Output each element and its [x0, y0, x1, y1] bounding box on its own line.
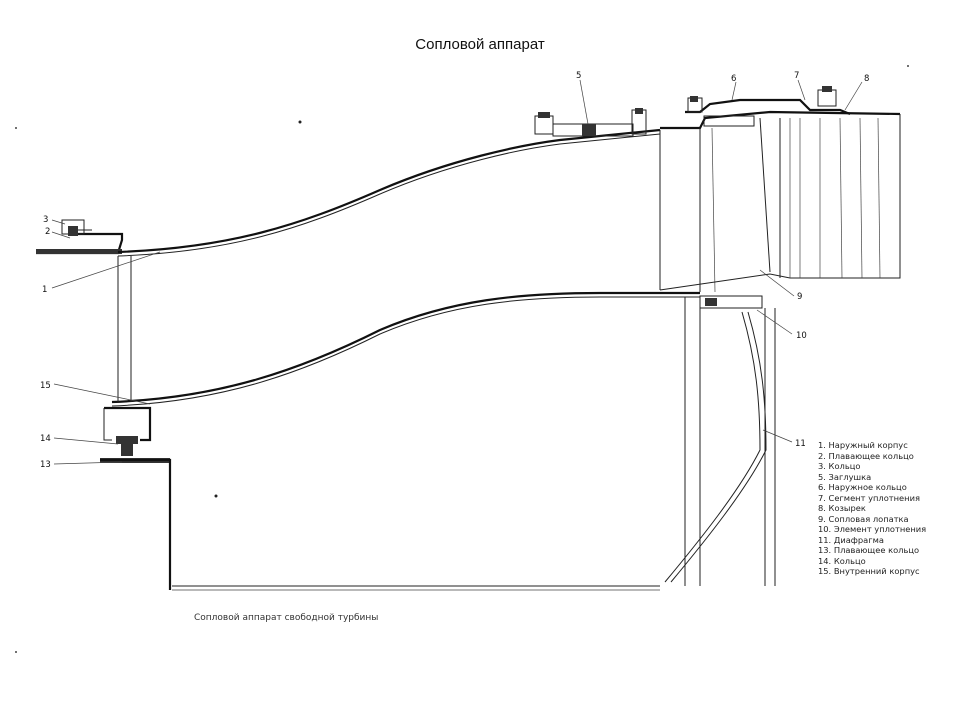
callout-2: 2 — [45, 227, 50, 237]
legend-item: 14. Кольцо — [818, 555, 866, 566]
callout-10: 10 — [796, 331, 807, 341]
page-title: Сопловой аппарат — [415, 36, 545, 53]
callout-13: 13 — [40, 460, 51, 470]
inner-casing — [111, 291, 700, 407]
legend-item: 5. Заглушка — [818, 471, 872, 482]
legend-item: 9. Сопловая лопатка — [818, 513, 909, 524]
legend-item: 3. Кольцо — [818, 461, 861, 471]
seal-segment-top — [685, 86, 851, 127]
legend-item: 1. Наружный корпус — [818, 440, 908, 450]
callout-11: 11 — [795, 439, 806, 449]
outer-casing — [117, 128, 661, 257]
left-struts — [117, 256, 132, 402]
stray-marks — [15, 65, 909, 653]
legend-item: 11. Диафрагма — [818, 534, 884, 545]
callout-14: 14 — [40, 434, 51, 444]
parts-legend: 1. Наружный корпус 2. Плавающее кольцо 3… — [818, 440, 926, 577]
outer-ring-top — [534, 108, 647, 137]
legend-item: 8. Козырек — [818, 503, 866, 513]
callout-6: 6 — [731, 74, 736, 84]
inner-casing-left-flange — [100, 406, 660, 591]
outer-casing-left-flange — [36, 219, 124, 255]
legend-item: 7. Сегмент уплотнения — [818, 492, 920, 503]
callout-3: 3 — [43, 215, 48, 225]
legend-item: 13. Плавающее кольцо — [818, 545, 920, 555]
leader-lines — [51, 79, 863, 465]
callout-labels: 3 2 1 5 6 7 8 9 10 11 15 14 13 — [40, 71, 869, 470]
callout-5: 5 — [576, 71, 581, 81]
callout-1: 1 — [42, 285, 47, 295]
diaphragm — [664, 295, 776, 586]
callout-9: 9 — [797, 292, 802, 302]
nozzle-vane-block — [659, 110, 901, 293]
figure-caption: Сопловой аппарат свободной турбины — [194, 613, 379, 623]
legend-item: 10. Элемент уплотнения — [818, 524, 927, 534]
legend-item: 2. Плавающее кольцо — [818, 450, 914, 461]
legend-item: 6. Наружное кольцо — [818, 482, 907, 492]
callout-7: 7 — [794, 71, 799, 81]
callout-15: 15 — [40, 381, 51, 391]
callout-8: 8 — [864, 74, 869, 84]
legend-item: 15. Внутренний корпус — [818, 566, 920, 576]
